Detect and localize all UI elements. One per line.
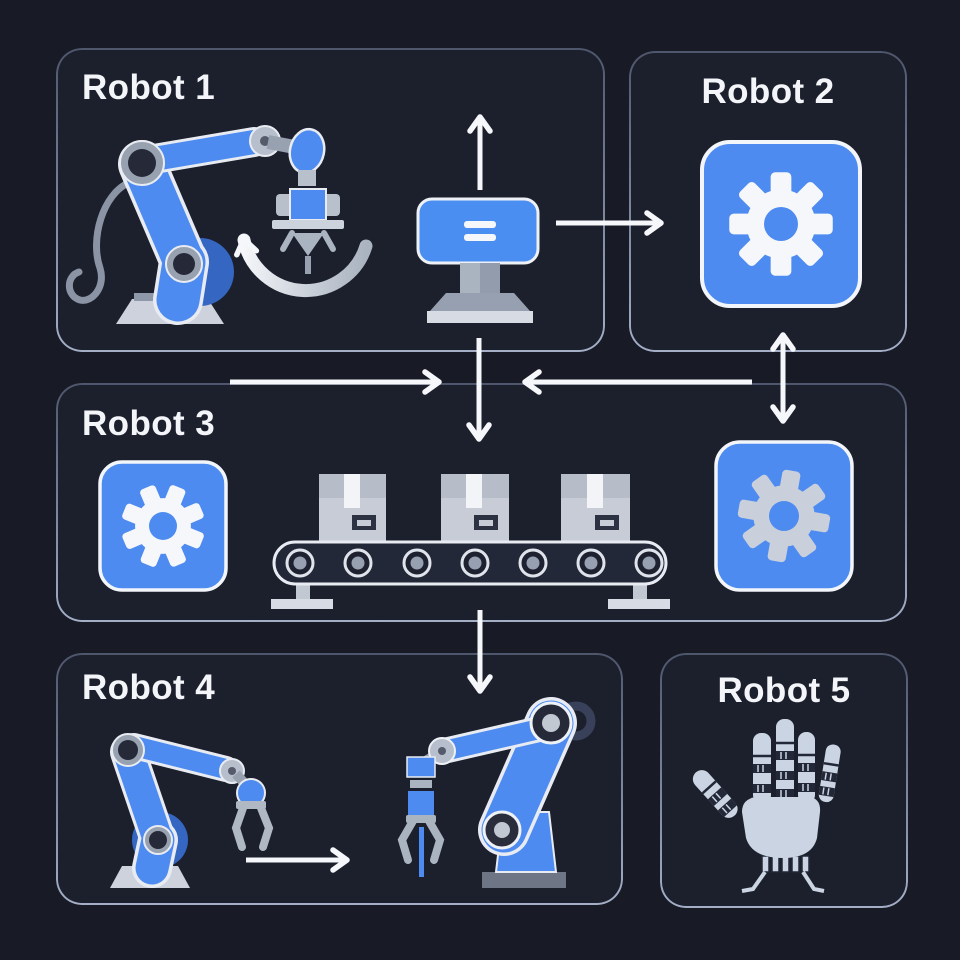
panel-title-robot3: Robot 3 bbox=[82, 404, 216, 443]
panel-title-robot4: Robot 4 bbox=[82, 668, 216, 707]
panel-title-robot1: Robot 1 bbox=[82, 68, 216, 107]
panel-title-robot5: Robot 5 bbox=[717, 671, 851, 710]
panel-title-robot2: Robot 2 bbox=[701, 72, 835, 111]
